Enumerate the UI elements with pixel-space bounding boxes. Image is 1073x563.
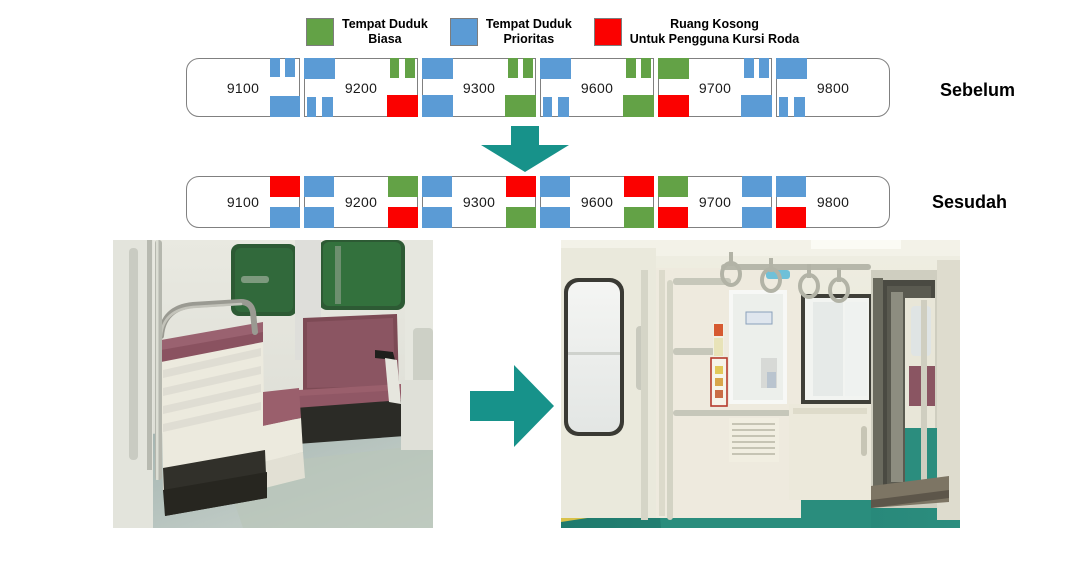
priority-seat-block <box>307 97 316 117</box>
regular-seat-block <box>658 58 689 79</box>
priority-seat-block <box>270 207 300 228</box>
car-before-9300[interactable]: 9300 <box>422 58 536 117</box>
priority-seat-block <box>270 58 280 77</box>
car-number-label: 9200 <box>344 194 378 210</box>
priority-seat-block <box>742 176 772 197</box>
regular-seat-block <box>626 58 636 78</box>
regular-seat-block <box>523 58 533 78</box>
priority-seat-block <box>776 58 807 79</box>
wheelchair-space-block <box>506 176 536 197</box>
car-number-label: 9200 <box>344 79 378 96</box>
regular-seat-swatch-icon <box>306 18 334 47</box>
priority-seat-block <box>540 176 570 197</box>
car-number-label: 9100 <box>226 194 260 210</box>
photo-after-train-interior-wheelchair-space <box>561 240 960 528</box>
car-number-label: 9600 <box>580 79 614 96</box>
legend-item-priority-seat: Tempat Duduk Prioritas <box>449 17 572 48</box>
priority-seat-block <box>741 95 772 117</box>
car-number-label: 9300 <box>462 79 496 96</box>
car-before-9800[interactable]: 9800 <box>776 58 890 117</box>
priority-seat-block <box>794 97 805 117</box>
car-number-label: 9800 <box>816 194 850 210</box>
regular-seat-block <box>390 58 399 78</box>
legend: Tempat Duduk Biasa Tempat Duduk Priorita… <box>306 17 799 48</box>
car-list-before: 9100 9200 9300 9600 <box>186 58 890 117</box>
priority-seat-block <box>744 58 754 78</box>
right-arrow-icon <box>470 365 554 452</box>
car-before-9200[interactable]: 9200 <box>304 58 418 117</box>
car-after-9800[interactable]: 9800 <box>776 176 890 228</box>
priority-seat-block <box>422 176 452 197</box>
down-arrow-icon <box>481 126 569 177</box>
regular-seat-block <box>505 95 536 117</box>
car-after-9600[interactable]: 9600 <box>540 176 654 228</box>
regular-seat-block <box>623 95 654 117</box>
car-number-label: 9100 <box>226 79 260 96</box>
priority-seat-block <box>422 95 453 117</box>
legend-item-regular-seat: Tempat Duduk Biasa <box>306 17 428 48</box>
wheelchair-space-block <box>624 176 654 197</box>
row-label-sebelum: Sebelum <box>940 80 1016 100</box>
priority-seat-block <box>540 207 570 228</box>
car-before-9100[interactable]: 9100 <box>186 58 300 117</box>
regular-seat-block <box>624 207 654 228</box>
regular-seat-block <box>641 58 651 78</box>
car-before-9600[interactable]: 9600 <box>540 58 654 117</box>
regular-seat-block <box>506 207 536 228</box>
regular-seat-block <box>405 58 415 78</box>
priority-seat-block <box>322 97 333 117</box>
wheelchair-space-block <box>658 95 689 117</box>
wheelchair-space-block <box>776 207 806 228</box>
car-after-9700[interactable]: 9700 <box>658 176 772 228</box>
car-number-label: 9700 <box>698 194 732 210</box>
wheelchair-space-block <box>658 207 688 228</box>
legend-label-wheelchair-space: Ruang Kosong Untuk Pengguna Kursi Roda <box>629 17 800 47</box>
car-list-after: 9100 9200 9300 9600 <box>186 176 890 228</box>
legend-item-wheelchair-space: Ruang Kosong Untuk Pengguna Kursi Roda <box>593 17 800 48</box>
wheelchair-space-block <box>387 95 418 117</box>
wheelchair-space-swatch-icon <box>593 18 622 47</box>
priority-seat-block <box>304 176 334 197</box>
regular-seat-block <box>388 176 418 197</box>
legend-label-priority-seat: Tempat Duduk Prioritas <box>485 17 572 47</box>
priority-seat-block <box>304 58 335 79</box>
car-before-9700[interactable]: 9700 <box>658 58 772 117</box>
train-diagram-after: 9100 9200 9300 9600 <box>186 176 890 228</box>
photo-before-train-interior-with-seats <box>113 240 433 528</box>
priority-seat-block <box>270 96 300 117</box>
car-number-label: 9600 <box>580 194 614 210</box>
car-number-label: 9700 <box>698 79 732 96</box>
priority-seat-block <box>422 58 453 79</box>
regular-seat-block <box>508 58 518 78</box>
car-number-label: 9800 <box>816 79 850 96</box>
priority-seat-block <box>422 207 452 228</box>
priority-seat-block <box>759 58 769 78</box>
priority-seat-block <box>742 207 772 228</box>
legend-label-regular-seat: Tempat Duduk Biasa <box>342 17 428 47</box>
priority-seat-block <box>285 58 295 77</box>
wheelchair-space-block <box>270 176 300 197</box>
priority-seat-block <box>543 97 552 117</box>
car-after-9100[interactable]: 9100 <box>186 176 300 228</box>
wheelchair-space-block <box>388 207 418 228</box>
regular-seat-block <box>658 176 688 197</box>
priority-seat-block <box>779 97 788 117</box>
priority-seat-block <box>558 97 569 117</box>
priority-seat-block <box>304 207 334 228</box>
priority-seat-block <box>540 58 571 79</box>
car-number-label: 9300 <box>462 194 496 210</box>
priority-seat-block <box>776 176 806 197</box>
car-after-9300[interactable]: 9300 <box>422 176 536 228</box>
row-label-sesudah: Sesudah <box>932 192 1008 212</box>
priority-seat-swatch-icon <box>449 18 478 47</box>
car-after-9200[interactable]: 9200 <box>304 176 418 228</box>
train-diagram-before: 9100 9200 9300 9600 <box>186 58 890 117</box>
